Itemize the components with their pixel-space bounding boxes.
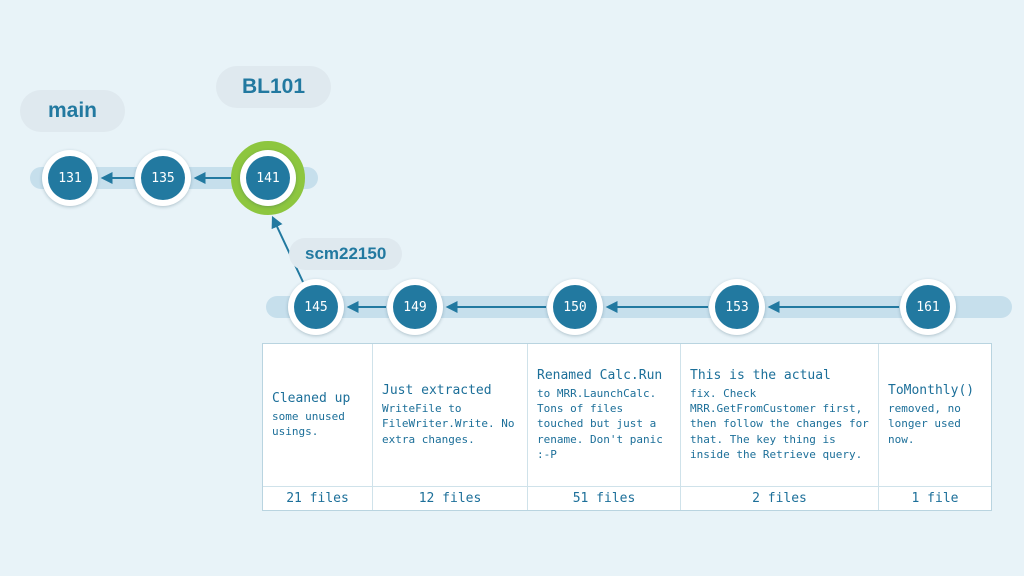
commit-description-149: Just extracted WriteFile to FileWriter.W…	[373, 344, 528, 486]
file-count-153: 2 files	[681, 486, 879, 510]
description-body: to MRR.LaunchCalc. Tons of files touched…	[537, 386, 663, 462]
file-count-161: 1 file	[879, 486, 991, 510]
description-body: removed, no longer used now.	[888, 401, 961, 446]
branch-label-main: main	[20, 90, 126, 132]
commit-id: 131	[48, 156, 92, 200]
file-count-150: 51 files	[528, 486, 681, 510]
commit-id: 141	[246, 156, 290, 200]
commit-node-131: 131	[42, 150, 98, 206]
commit-id: 150	[553, 285, 597, 329]
tag-label-bl101: BL101	[216, 66, 332, 108]
branch-label-scm22150: scm22150	[289, 238, 403, 270]
commit-node-153: 153	[709, 279, 765, 335]
commit-id: 135	[141, 156, 185, 200]
commit-node-161: 161	[900, 279, 956, 335]
commit-id: 149	[393, 285, 437, 329]
commit-node-135: 135	[135, 150, 191, 206]
description-title: ToMonthly()	[888, 382, 975, 398]
highlight-ring	[231, 141, 305, 215]
commit-description-145: Cleaned up some unused usings.	[263, 344, 373, 486]
commit-id: 145	[294, 285, 338, 329]
description-title: Cleaned up	[272, 390, 351, 406]
commit-node-145: 145	[288, 279, 344, 335]
commit-id: 161	[906, 285, 950, 329]
commit-description-161: ToMonthly() removed, no longer used now.	[879, 344, 991, 486]
commit-description-153: This is the actual fix. Check MRR.GetFro…	[681, 344, 879, 486]
description-body: WriteFile to FileWriter.Write. No extra …	[382, 401, 515, 446]
description-title: Renamed Calc.Run	[537, 367, 663, 383]
description-body: fix. Check MRR.GetFromCustomer first, th…	[690, 386, 869, 462]
commit-node-150: 150	[547, 279, 603, 335]
commit-description-table: Cleaned up some unused usings. Just extr…	[262, 343, 992, 511]
description-body: some unused usings.	[272, 409, 345, 438]
description-title: Just extracted	[382, 382, 492, 398]
commit-node-149: 149	[387, 279, 443, 335]
commit-node-141: 141	[240, 150, 296, 206]
commit-id: 153	[715, 285, 759, 329]
file-count-145: 21 files	[263, 486, 373, 510]
description-title: This is the actual	[690, 367, 831, 383]
file-count-149: 12 files	[373, 486, 528, 510]
commit-description-150: Renamed Calc.Run to MRR.LaunchCalc. Tons…	[528, 344, 681, 486]
